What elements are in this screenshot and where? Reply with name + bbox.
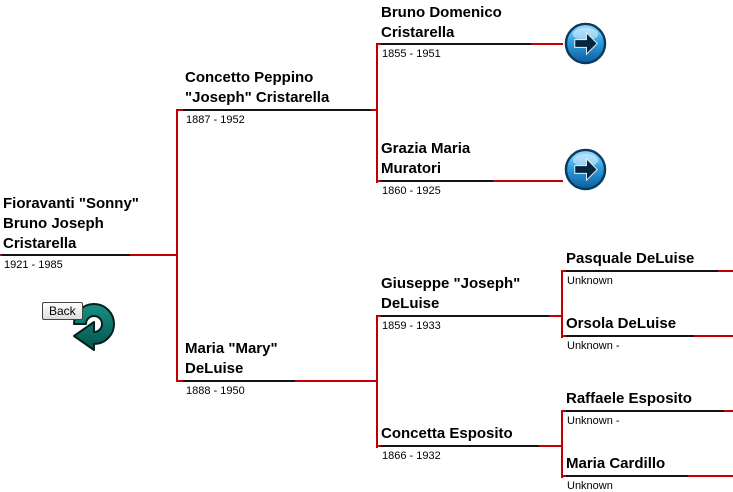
person-raffaele-esposito[interactable]: Raffaele Esposito (566, 389, 692, 409)
person-name-line: Cristarella (381, 24, 455, 41)
person-dates-orsola: Unknown - (567, 340, 620, 352)
pedigree-bracket-deluise-greats (561, 270, 563, 338)
person-name-line: Fioravanti "Sonny" (3, 195, 139, 212)
person-name-line: Bruno Joseph (3, 215, 104, 232)
expand-ancestors-button-bruno[interactable] (564, 22, 607, 65)
person-name-line: Raffaele Esposito (566, 390, 692, 407)
person-name-line: Pasquale DeLuise (566, 250, 695, 267)
name-underline-maria-cardillo (566, 475, 688, 477)
person-orsola-deluise[interactable]: Orsola DeLuise (566, 314, 676, 334)
person-dates-raffaele: Unknown - (567, 415, 620, 427)
person-concetto-peppino-cristarella[interactable]: Concetto Peppino "Joseph" Cristarella (185, 68, 329, 108)
person-dates-concetto: 1887 - 1952 (186, 114, 245, 126)
person-concetta-esposito[interactable]: Concetta Esposito (381, 424, 513, 444)
back-button-label: Back (42, 302, 83, 320)
name-underline-bruno (381, 43, 531, 45)
pedigree-bracket-cristarella-grandparents (376, 43, 378, 183)
person-name-line: Grazia Maria (381, 140, 471, 157)
person-fioravanti-sonny-cristarella[interactable]: Fioravanti "Sonny" Bruno Joseph Cristare… (3, 194, 139, 254)
person-dates-maria-cardillo: Unknown (567, 480, 613, 492)
person-name-line: Concetto Peppino (185, 69, 314, 86)
name-underline-pasquale (566, 270, 718, 272)
back-curved-arrow-icon (73, 303, 115, 351)
person-dates-maria-mary: 1888 - 1950 (186, 385, 245, 397)
person-name-line: Orsola DeLuise (566, 315, 677, 332)
expand-ancestors-button-grazia[interactable] (564, 148, 607, 191)
person-bruno-domenico-cristarella[interactable]: Bruno Domenico Cristarella (381, 3, 502, 43)
person-name-line: Maria "Mary" (185, 340, 278, 357)
name-underline-concetta (381, 445, 539, 447)
person-pasquale-deluise[interactable]: Pasquale DeLuise (566, 249, 694, 269)
person-dates-bruno: 1855 - 1951 (382, 48, 441, 60)
name-underline-grazia (381, 180, 493, 182)
name-underline-fioravanti (2, 254, 130, 256)
name-underline-giuseppe (381, 315, 549, 317)
person-dates-giuseppe: 1859 - 1933 (382, 320, 441, 332)
person-name-line: DeLuise (185, 360, 244, 377)
right-arrow-icon (564, 22, 607, 65)
person-dates-fioravanti: 1921 - 1985 (4, 259, 63, 271)
pedigree-bracket-esposito-greats (561, 410, 563, 478)
person-dates-grazia: 1860 - 1925 (382, 185, 441, 197)
name-underline-orsola (566, 335, 694, 337)
person-dates-concetta: 1866 - 1932 (382, 450, 441, 462)
back-button[interactable]: Back (42, 292, 126, 364)
person-grazia-maria-muratori[interactable]: Grazia Maria Muratori (381, 139, 470, 179)
name-underline-raffaele (566, 410, 724, 412)
person-name-line: Cristarella (3, 235, 77, 252)
name-underline-concetto (183, 109, 371, 111)
person-maria-mary-deluise[interactable]: Maria "Mary" DeLuise (185, 339, 278, 379)
pedigree-bracket-deluise-grandparents (376, 315, 378, 448)
person-name-line: DeLuise (381, 295, 440, 312)
person-name-line: Bruno Domenico (381, 4, 502, 21)
person-giuseppe-joseph-deluise[interactable]: Giuseppe "Joseph" DeLuise (381, 274, 520, 314)
pedigree-bracket-parents (176, 109, 178, 382)
person-maria-cardillo[interactable]: Maria Cardillo (566, 454, 665, 474)
name-underline-maria-mary (183, 380, 295, 382)
person-name-line: "Joseph" Cristarella (185, 89, 330, 106)
person-name-line: Giuseppe "Joseph" (381, 275, 521, 292)
person-name-line: Muratori (381, 160, 441, 177)
person-name-line: Maria Cardillo (566, 455, 666, 472)
person-name-line: Concetta Esposito (381, 425, 513, 442)
person-dates-pasquale: Unknown (567, 275, 613, 287)
right-arrow-icon (564, 148, 607, 191)
